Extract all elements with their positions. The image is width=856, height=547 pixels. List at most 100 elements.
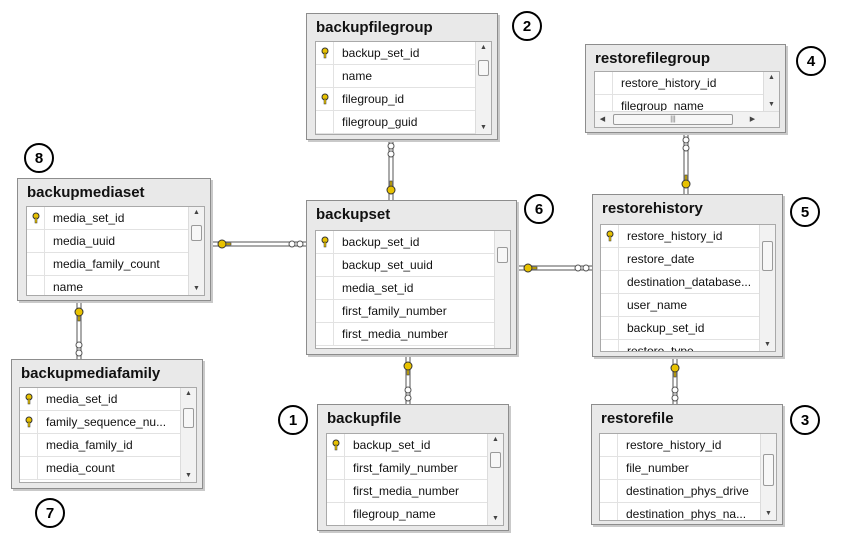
table-title: restorefilegroup [595, 50, 711, 67]
primary-key-icon [327, 434, 345, 456]
column-name: filegroup_guid [342, 115, 418, 129]
vertical-scrollbar[interactable]: ▼ [759, 225, 775, 351]
column-row[interactable]: media_count [20, 457, 196, 480]
table-restorehistory[interactable]: restorehistory restore_history_id restor… [592, 194, 783, 357]
table-backupfilegroup[interactable]: backupfilegroup backup_set_id name fileg… [306, 13, 498, 140]
relationship-mediaset-backupset [211, 239, 306, 249]
badge-7: 7 [35, 498, 65, 528]
relationship-backupset-restorehistory [517, 263, 592, 273]
column-name: family_sequence_nu... [46, 415, 167, 429]
column-row[interactable]: filegroup_id [316, 88, 491, 111]
table-title: backupfile [327, 410, 402, 427]
column-row[interactable]: media_set_id [20, 388, 196, 411]
column-name: media_set_id [342, 281, 414, 295]
scroll-thumb[interactable]: ||| [613, 114, 733, 125]
column-row[interactable]: backup_set_id [316, 42, 491, 65]
relationship-backupfilegroup-backupset [386, 140, 396, 200]
column-name: restore_date [627, 252, 695, 266]
column-row[interactable]: first_media_number [316, 323, 510, 346]
column-row[interactable]: restore_type [601, 340, 775, 351]
scroll-right-arrow-icon[interactable]: ▶ [749, 116, 756, 123]
column-row[interactable]: media_set_id [316, 277, 510, 300]
column-name: media_family_count [53, 257, 160, 271]
horizontal-scrollbar[interactable]: ◀ ||| ▶ [595, 111, 779, 127]
vertical-scrollbar[interactable]: ▲ ▼ [180, 388, 196, 482]
table-backupfile[interactable]: backupfile backup_set_id first_family_nu… [317, 404, 509, 531]
scroll-thumb[interactable] [762, 241, 773, 271]
scroll-down-arrow-icon[interactable]: ▼ [768, 101, 775, 108]
scroll-up-arrow-icon[interactable]: ▲ [480, 44, 487, 51]
vertical-scrollbar[interactable]: ▼ [760, 434, 776, 520]
column-row[interactable]: backup_set_id [327, 434, 503, 457]
scroll-thumb[interactable] [497, 247, 508, 263]
scroll-thumb[interactable] [490, 452, 501, 468]
column-row[interactable]: first_family_number [316, 300, 510, 323]
column-row[interactable]: name [316, 65, 491, 88]
column-row[interactable]: name [27, 276, 204, 295]
badge-1: 1 [278, 405, 308, 435]
column-row[interactable]: media_uuid [27, 230, 204, 253]
column-row[interactable]: restore_history_id [600, 434, 776, 457]
scroll-down-arrow-icon[interactable]: ▼ [480, 124, 487, 131]
column-row[interactable]: family_sequence_nu... [20, 411, 196, 434]
scroll-thumb[interactable] [763, 454, 774, 486]
scroll-left-arrow-icon[interactable]: ◀ [599, 116, 606, 123]
table-backupset[interactable]: backupset backup_set_id backup_set_uuid … [306, 200, 517, 355]
table-restorefilegroup[interactable]: restorefilegroup restore_history_id file… [585, 44, 786, 133]
vertical-scrollbar[interactable]: ▲ ▼ [487, 434, 503, 525]
scroll-down-arrow-icon[interactable]: ▼ [185, 472, 192, 479]
column-row[interactable]: restore_history_id [595, 72, 779, 95]
column-row[interactable]: destination_database... [601, 271, 775, 294]
vertical-scrollbar[interactable]: ▲ ▼ [475, 42, 491, 134]
column-row[interactable]: media_family_count [27, 253, 204, 276]
table-restorefile[interactable]: restorefile restore_history_id file_numb… [591, 404, 783, 525]
column-grid[interactable]: restore_history_id filegroup_name ▲ ▼ ◀ … [594, 71, 780, 128]
scroll-down-arrow-icon[interactable]: ▼ [764, 341, 771, 348]
scroll-thumb[interactable] [191, 225, 202, 241]
column-row[interactable]: restore_date [601, 248, 775, 271]
column-row[interactable]: first_family_number [327, 457, 503, 480]
badge-5: 5 [790, 197, 820, 227]
table-backupmediafamily[interactable]: backupmediafamily media_set_id family_se… [11, 359, 203, 489]
column-row[interactable]: restore_history_id [601, 225, 775, 248]
scroll-down-arrow-icon[interactable]: ▼ [193, 285, 200, 292]
column-row[interactable]: destination_phys_drive [600, 480, 776, 503]
scroll-up-arrow-icon[interactable]: ▲ [185, 390, 192, 397]
column-row[interactable]: destination_phys_na... [600, 503, 776, 520]
scroll-down-arrow-icon[interactable]: ▼ [765, 510, 772, 517]
scroll-thumb[interactable] [478, 60, 489, 76]
column-name: restore_history_id [627, 229, 723, 243]
column-row[interactable]: backup_set_id [316, 231, 510, 254]
scroll-up-arrow-icon[interactable]: ▲ [193, 209, 200, 216]
column-grid[interactable]: backup_set_id backup_set_uuid media_set_… [315, 230, 511, 349]
column-name: first_family_number [342, 304, 447, 318]
column-grid[interactable]: restore_history_id file_number destinati… [599, 433, 777, 521]
column-row[interactable]: backup_set_id [601, 317, 775, 340]
column-row[interactable]: media_set_id [27, 207, 204, 230]
column-name: user_name [627, 298, 688, 312]
column-row[interactable]: file_number [600, 457, 776, 480]
vertical-scrollbar[interactable]: ▲ ▼ [763, 72, 779, 111]
column-grid[interactable]: media_set_id family_sequence_nu... media… [19, 387, 197, 483]
column-grid[interactable]: backup_set_id name filegroup_id filegrou… [315, 41, 492, 135]
column-grid[interactable]: backup_set_id first_family_number first_… [326, 433, 504, 526]
column-name: filegroup_id [342, 92, 405, 106]
column-row[interactable]: user_name [601, 294, 775, 317]
scroll-up-arrow-icon[interactable]: ▲ [768, 74, 775, 81]
column-grid[interactable]: restore_history_id restore_date destinat… [600, 224, 776, 352]
column-row[interactable]: backup_set_uuid [316, 254, 510, 277]
column-name: media_count [46, 461, 115, 475]
table-backupmediaset[interactable]: backupmediaset media_set_id media_uuid m… [17, 178, 211, 301]
column-grid[interactable]: media_set_id media_uuid media_family_cou… [26, 206, 205, 296]
vertical-scrollbar[interactable] [494, 231, 510, 348]
scroll-thumb[interactable] [183, 408, 194, 428]
scroll-up-arrow-icon[interactable]: ▲ [492, 436, 499, 443]
column-row[interactable]: first_media_number [327, 480, 503, 503]
vertical-scrollbar[interactable]: ▲ ▼ [188, 207, 204, 295]
column-row[interactable]: filegroup_name [327, 503, 503, 525]
column-row[interactable]: filegroup_guid [316, 111, 491, 134]
column-name: media_set_id [53, 211, 125, 225]
column-row[interactable]: media_family_id [20, 434, 196, 457]
scroll-down-arrow-icon[interactable]: ▼ [492, 515, 499, 522]
column-name: first_family_number [353, 461, 458, 475]
